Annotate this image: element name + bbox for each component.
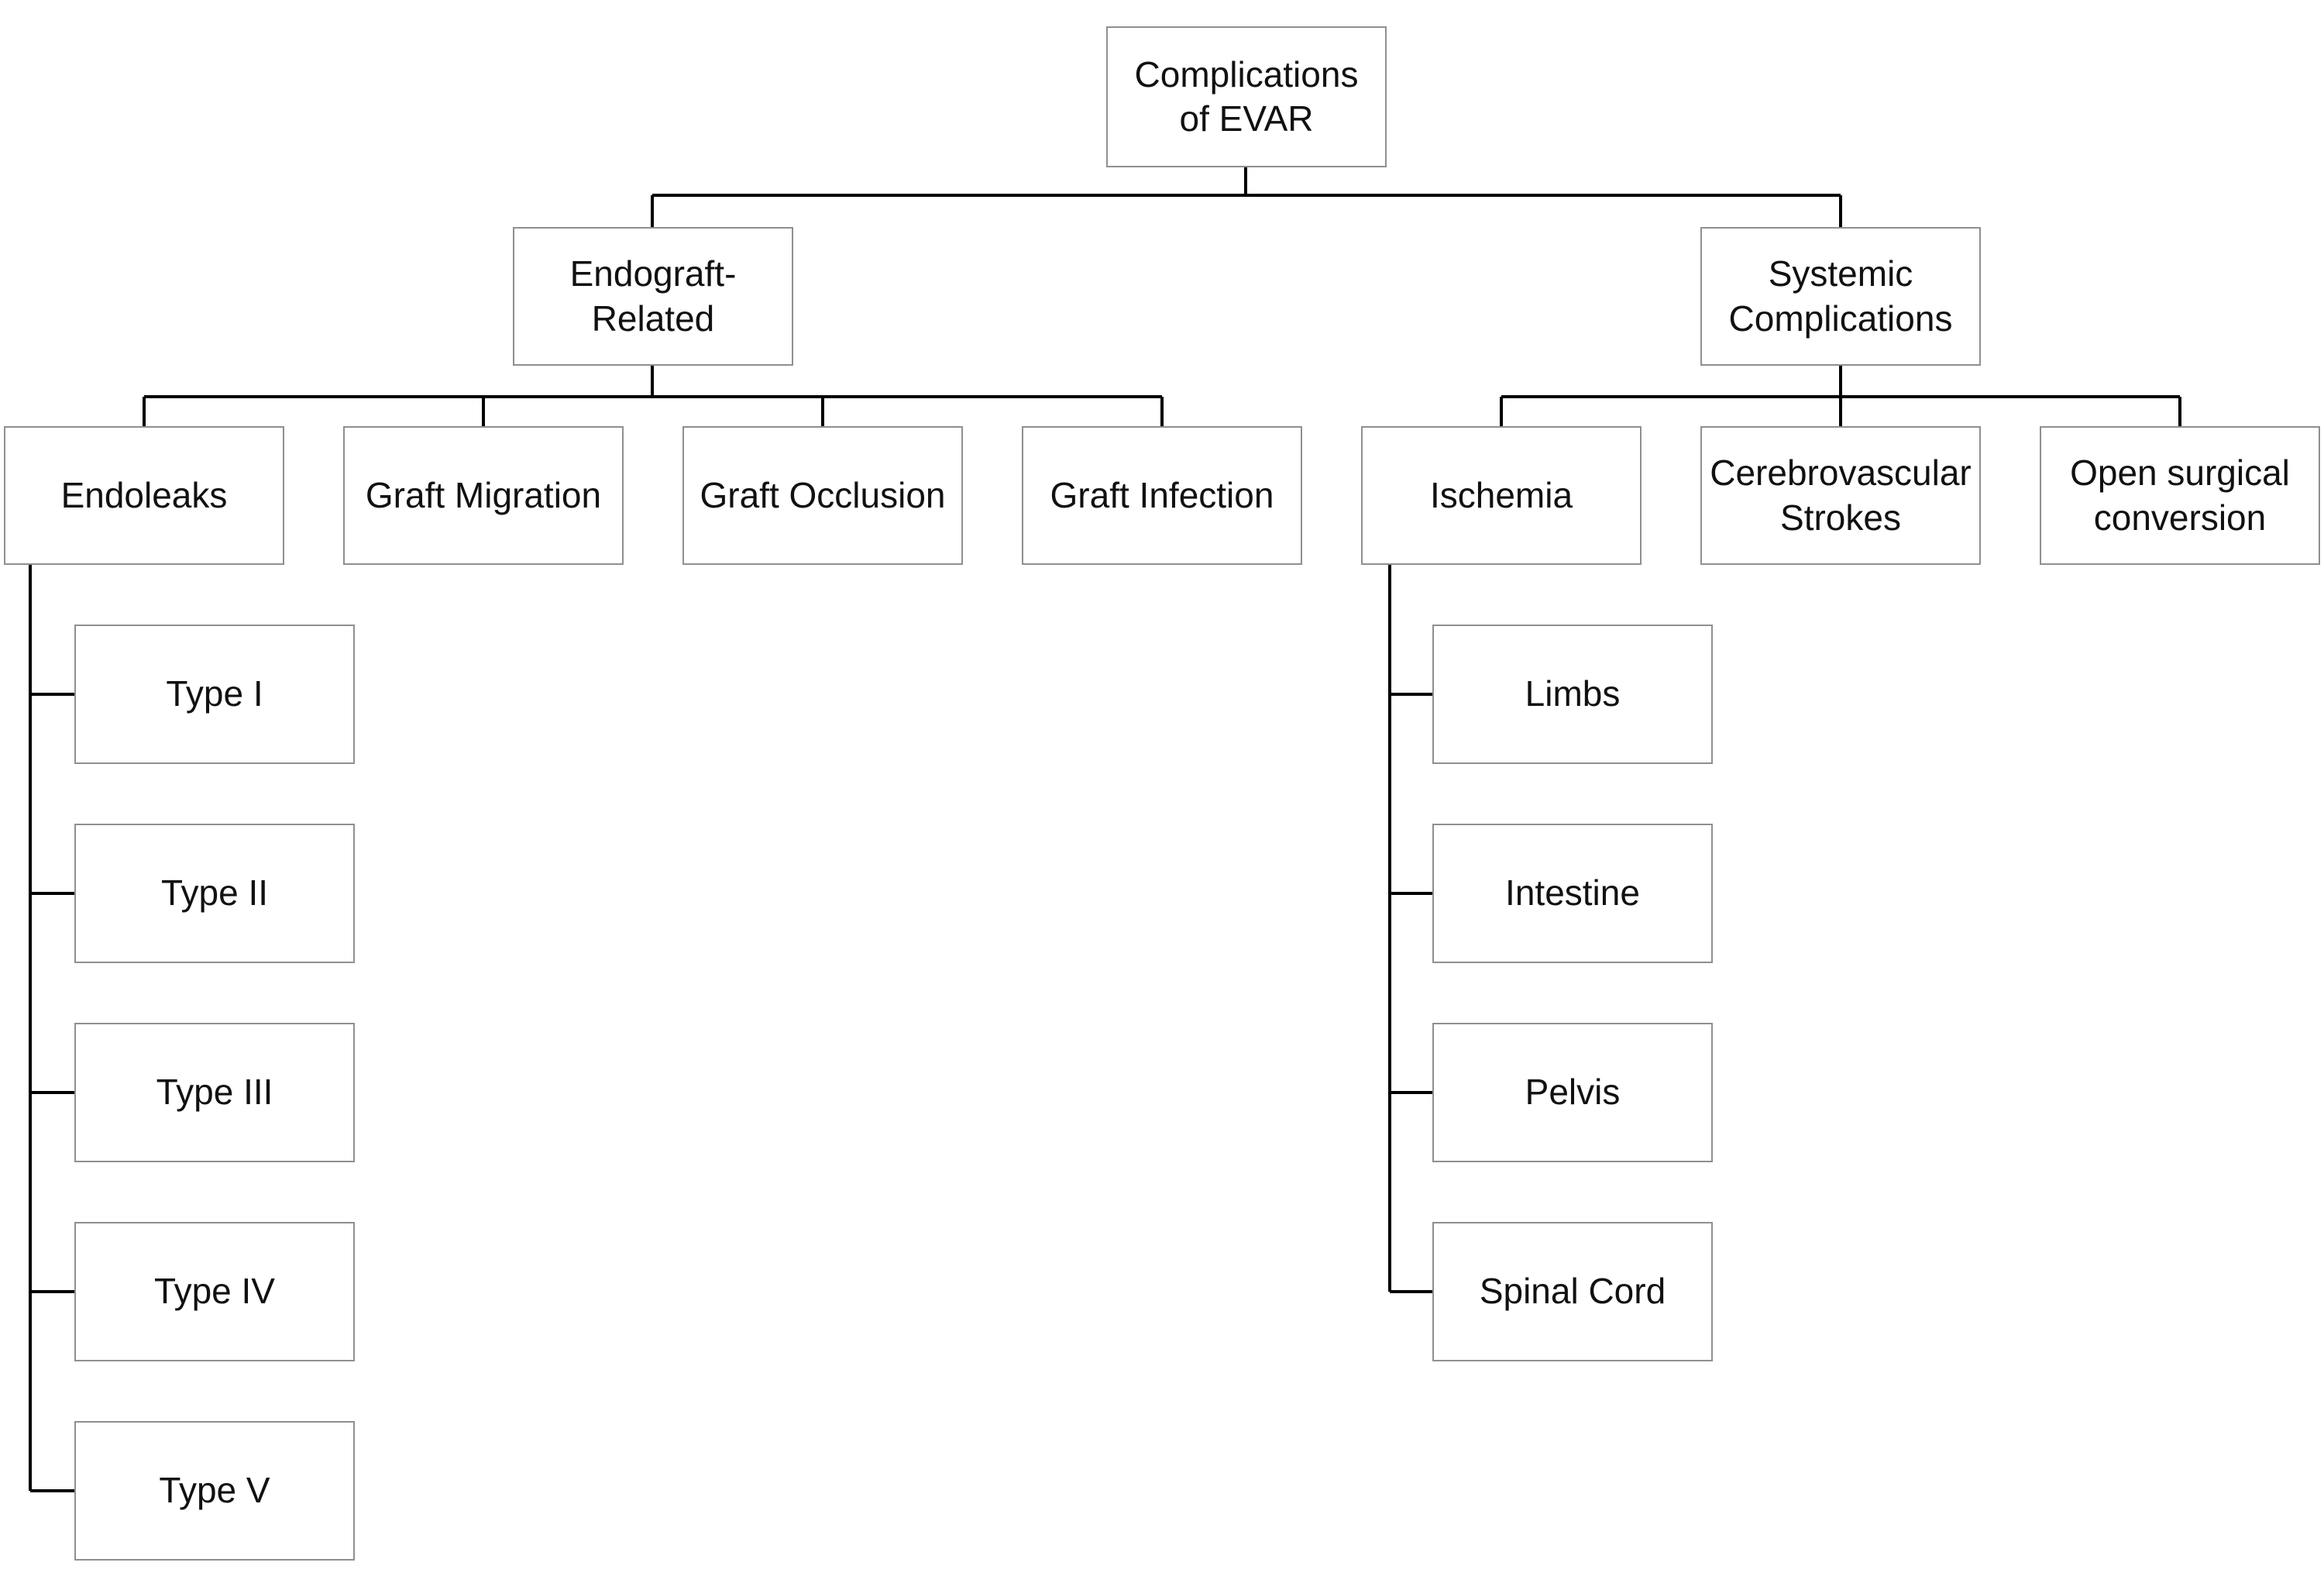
limbs-label: Limbs [1525, 673, 1621, 714]
node-type-3: Type III [74, 1023, 355, 1162]
endograft-label-line1: Endograft- [569, 253, 737, 294]
node-graft-migration: Graft Migration [343, 426, 624, 565]
node-cerebrovascular-strokes: Cerebrovascular Strokes [1700, 426, 1981, 565]
graft-migration-label: Graft Migration [365, 474, 602, 515]
systemic-label-line1: Systemic [1768, 253, 1913, 294]
open-surgical-label-line2: conversion [2093, 497, 2267, 538]
node-type-1: Type I [74, 625, 355, 764]
spinal-cord-label: Spinal Cord [1479, 1271, 1666, 1312]
open-surgical-label-line1: Open surgical [2070, 453, 2290, 493]
root-label-line1: Complications [1134, 53, 1359, 95]
cerebrovascular-label-line1: Cerebrovascular [1710, 453, 1972, 493]
node-endograft-related: Endograft- Related [513, 227, 793, 366]
graft-infection-label: Graft Infection [1050, 474, 1274, 515]
node-spinal-cord: Spinal Cord [1432, 1222, 1713, 1361]
node-graft-occlusion: Graft Occlusion [682, 426, 963, 565]
node-ischemia: Ischemia [1361, 426, 1642, 565]
node-endoleaks: Endoleaks [4, 426, 284, 565]
root-label-line2: of EVAR [1179, 98, 1314, 139]
node-complications-of-evar: Complications of EVAR [1106, 26, 1387, 167]
type-4-label: Type IV [154, 1271, 275, 1312]
node-limbs: Limbs [1432, 625, 1713, 764]
node-type-5: Type V [74, 1421, 355, 1561]
type-2-label: Type II [160, 872, 269, 914]
node-intestine: Intestine [1432, 824, 1713, 963]
endoleaks-label: Endoleaks [60, 474, 228, 515]
cerebrovascular-label-line2: Strokes [1780, 497, 1901, 538]
endograft-label-line2: Related [591, 298, 715, 339]
node-type-4: Type IV [74, 1222, 355, 1361]
node-type-2: Type II [74, 824, 355, 963]
ischemia-label: Ischemia [1429, 474, 1573, 515]
node-graft-infection: Graft Infection [1022, 426, 1302, 565]
systemic-label-line2: Complications [1728, 298, 1953, 339]
type-5-label: Type V [159, 1470, 270, 1511]
graft-occlusion-label: Graft Occlusion [700, 474, 946, 515]
node-open-surgical-conversion: Open surgical conversion [2040, 426, 2320, 565]
pelvis-label: Pelvis [1525, 1072, 1621, 1113]
node-systemic-complications: Systemic Complications [1700, 227, 1981, 366]
node-pelvis: Pelvis [1432, 1023, 1713, 1162]
intestine-label: Intestine [1505, 872, 1640, 914]
type-1-label: Type I [166, 673, 263, 714]
type-3-label: Type III [156, 1072, 273, 1113]
